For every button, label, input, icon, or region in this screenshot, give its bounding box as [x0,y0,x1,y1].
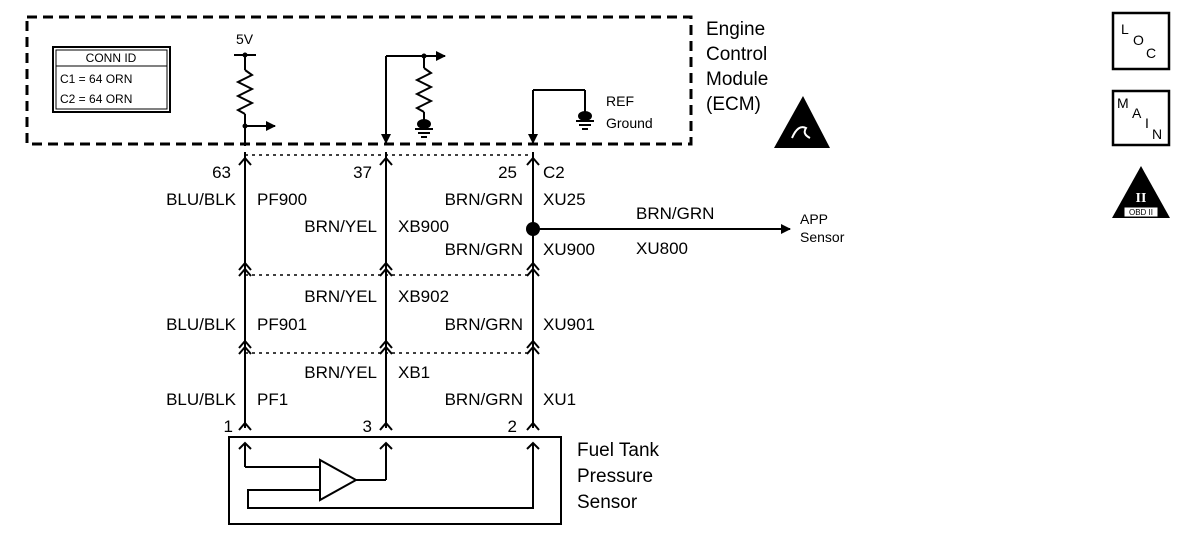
ref-label: REF [606,93,634,109]
wire1-color-mid: BLU/BLK [166,315,237,334]
wire3-color-900: BRN/GRN [445,240,523,259]
svg-text:O: O [1133,32,1144,48]
svg-text:II: II [1136,191,1147,206]
wire2-color-mid: BRN/YEL [304,287,377,306]
loc-icon: L O C [1111,11,1171,71]
wire2-color-top: BRN/YEL [304,217,377,236]
ground-label: Ground [606,115,653,131]
wire3-color-mid: BRN/GRN [445,315,523,334]
wire3-color-top: BRN/GRN [445,190,523,209]
ecm-label-line4: (ECM) [706,94,761,115]
pin-63-label: 63 [212,163,231,182]
ecm-boundary [25,15,693,146]
ecm-label-line3: Module [706,69,768,90]
wire1-conn-901: PF901 [257,315,307,334]
sensor-pin-1: 1 [224,417,233,436]
pin-37-label: 37 [353,163,372,182]
ecm-label-line2: Control [706,44,767,65]
wire1-conn-1: PF1 [257,390,288,409]
conn-id-c2: C2 = 64 ORN [60,92,132,106]
wire2-conn-900: XB900 [398,217,449,236]
svg-text:OBD II: OBD II [1129,208,1153,217]
obd-ii-icon: II OBD II [1112,166,1170,218]
wire3-conn-901: XU901 [543,315,595,334]
svg-text:A: A [1132,105,1142,121]
app-sensor-line1: APP [800,211,828,227]
ground-symbol-1 [415,119,433,138]
wire2-conn-1: XB1 [398,363,430,382]
connector-chevrons [238,156,540,431]
wire2-conn-902: XB902 [398,287,449,306]
ground-symbol-2 [576,111,594,130]
wire-verticals [244,152,534,428]
sensor-label-line2: Pressure [577,466,653,487]
supply-5v-label: 5V [236,31,254,47]
wire2-color-bot: BRN/YEL [304,363,377,382]
ecm-label-line1: Engine [706,19,765,40]
wire3-conn-900: XU900 [543,240,595,259]
sensor-pin-3: 3 [363,417,372,436]
fuel-tank-pressure-sensor [228,436,562,525]
wire1-conn-900: PF900 [257,190,307,209]
wire3-conn-25: XU25 [543,190,586,209]
ref-ground-circuit [528,89,586,144]
wire3-conn-1: XU1 [543,390,576,409]
pin-25-label: 25 [498,163,517,182]
svg-text:L: L [1121,21,1129,37]
conn-id-box: CONN ID C1 = 64 ORN C2 = 64 ORN [52,46,171,113]
signal-circuit-internal [381,51,446,144]
wire3-color-bot: BRN/GRN [445,390,523,409]
app-sensor-line2: Sensor [800,229,845,245]
conn-id-c1: C1 = 64 ORN [60,72,132,86]
esd-warning-icon [774,96,830,148]
svg-text:C: C [1146,45,1156,61]
svg-text:I: I [1145,115,1149,131]
conn-id-title: CONN ID [86,51,137,65]
sensor-pin-2: 2 [508,417,517,436]
svg-text:N: N [1152,126,1162,142]
app-branch-conn: XU800 [636,239,688,258]
app-branch-color: BRN/GRN [636,204,714,223]
connector-dashed-lines [245,154,533,354]
sensor-label-line3: Sensor [577,492,638,513]
pullup-resistor-5v [234,54,276,146]
wire1-color-top: BLU/BLK [166,190,237,209]
wire1-color-bot: BLU/BLK [166,390,237,409]
svg-text:M: M [1117,95,1129,111]
main-icon: M A I N [1111,89,1171,147]
sensor-label-line1: Fuel Tank [577,440,660,461]
connector-c2-label: C2 [543,163,565,182]
